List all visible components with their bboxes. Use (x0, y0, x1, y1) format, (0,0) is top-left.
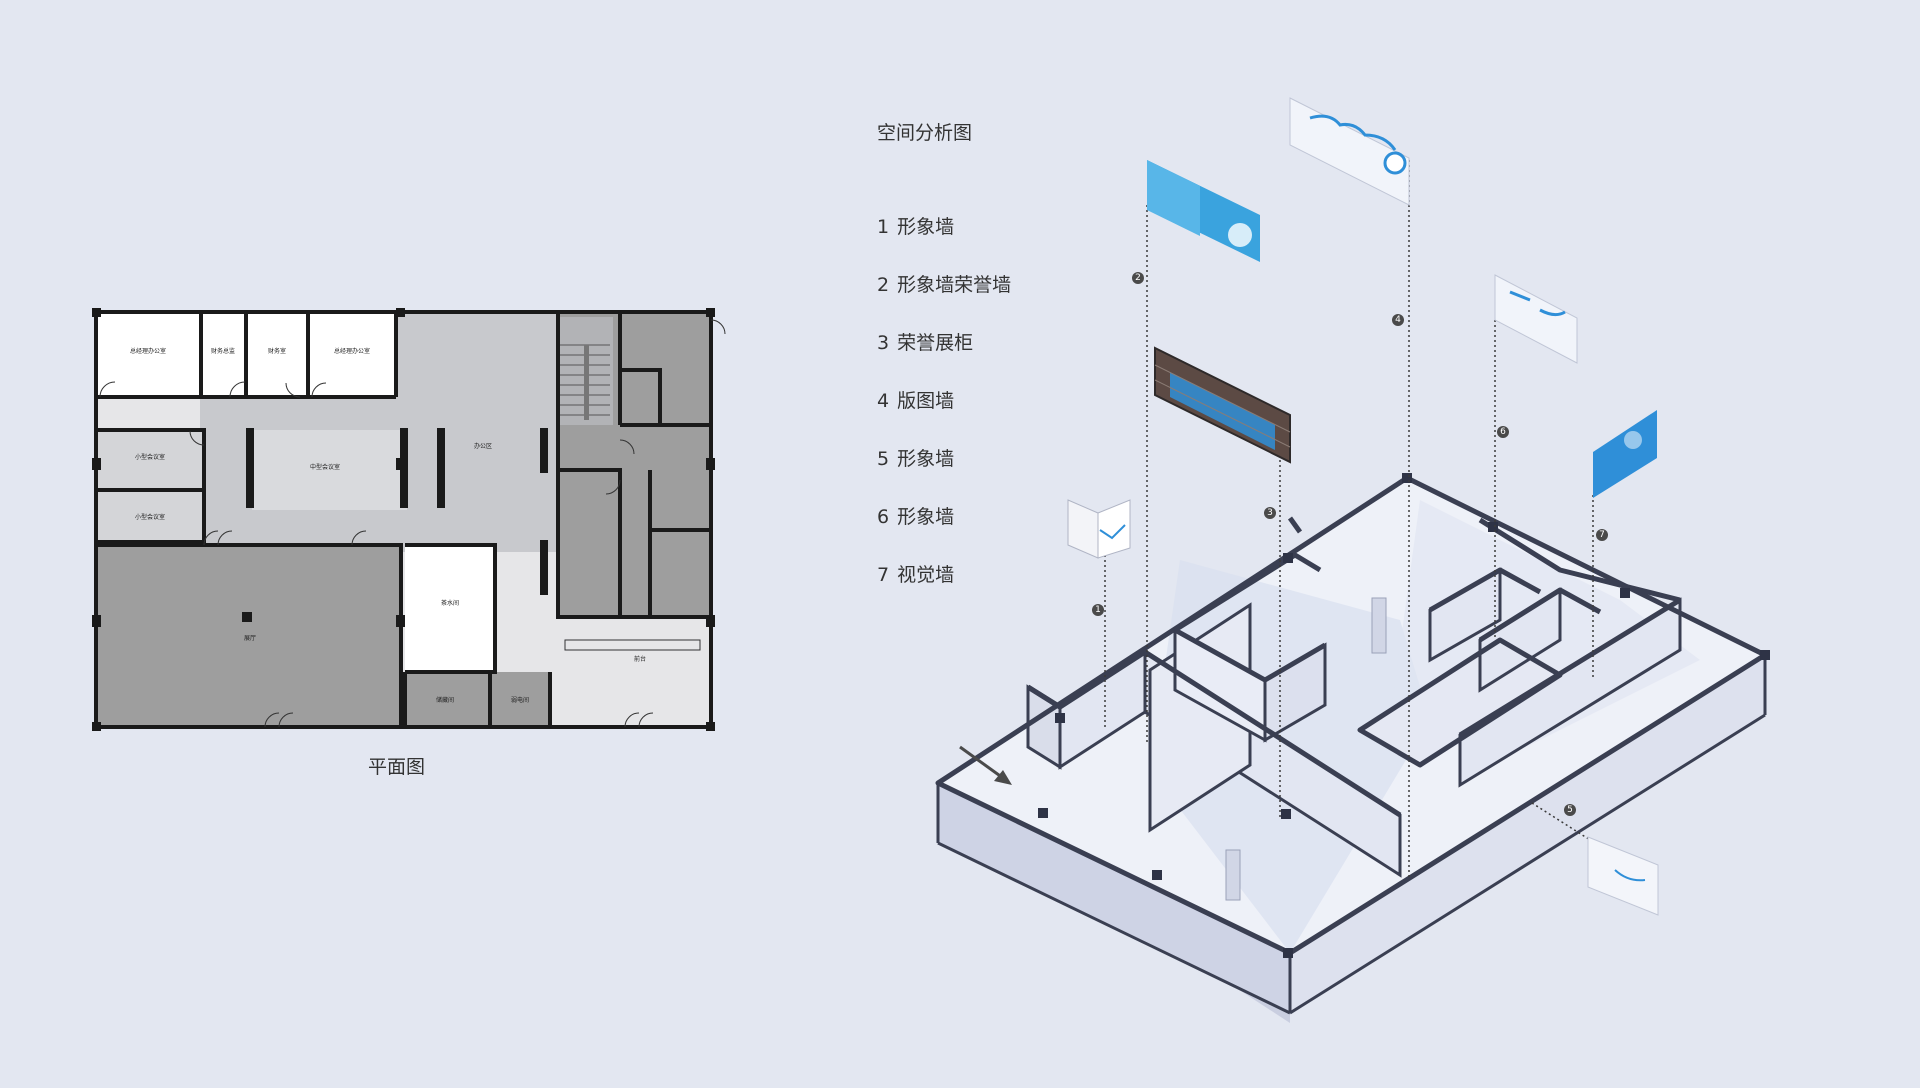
marker-label: 3 (1267, 508, 1273, 518)
gm2-office (308, 312, 396, 397)
marker-4: 4 (1392, 314, 1404, 326)
room-label: 办公区 (474, 442, 492, 450)
legend-number: 4 (877, 390, 890, 412)
marker-6: 6 (1497, 426, 1509, 438)
sign-panel-7 (1593, 410, 1657, 498)
gm-office (96, 312, 201, 397)
tea-room (405, 545, 495, 670)
marker-5: 5 (1564, 804, 1576, 816)
legend-label: 版图墙 (897, 390, 955, 412)
reception-zone (558, 620, 708, 727)
exhibition-hall (96, 545, 401, 727)
mid-meeting-room (252, 430, 407, 510)
plan-caption: 平面图 (368, 756, 426, 778)
small-meeting-1 (96, 430, 204, 488)
legend-number: 2 (877, 274, 890, 296)
room-label: 总经理办公室 (130, 347, 166, 355)
wall-top-outline (935, 475, 1768, 956)
legend-item: 2 形象墙荣誉墙 (877, 272, 1019, 330)
finance-director (201, 312, 246, 397)
sign-panel-4-map (1289, 97, 1410, 206)
free-columns (1225, 597, 1387, 901)
marker-3: 3 (1264, 507, 1276, 519)
legend-item: 5 形象墙 (877, 446, 1019, 504)
room-label: 财务室 (268, 347, 286, 355)
legend-list: 1 形象墙 2 形象墙荣誉墙 3 荣誉展柜 4 版图墙 5 形象墙 6 形象墙 7 视觉墙 (877, 214, 1019, 620)
stair-rail (584, 345, 589, 420)
sign-panel-1 (1067, 499, 1131, 559)
room-label: 中型会议室 (310, 463, 340, 471)
plan-columns (92, 308, 715, 731)
room-label: 小型会议室 (135, 453, 165, 461)
marker-label: 1 (1095, 605, 1101, 615)
legend-number: 3 (877, 332, 890, 354)
room-label: 总经理办公室 (334, 347, 370, 355)
room-label: 弱电间 (511, 696, 529, 704)
legend-number: 7 (877, 564, 890, 586)
legend-number: 6 (877, 506, 890, 528)
legend-label: 形象墙 (897, 506, 955, 528)
outer-wall-left-face (938, 783, 1290, 1013)
sign-panel-3-cabinet (1154, 346, 1291, 464)
legend-label: 荣誉展柜 (897, 332, 974, 354)
small-meeting-2 (96, 492, 204, 542)
room-label: 前台 (634, 655, 646, 663)
legend-number: 1 (877, 216, 890, 238)
reception-desk (564, 639, 701, 651)
legend-label: 形象墙 (897, 216, 955, 238)
marker-label: 4 (1395, 315, 1401, 325)
storage-rooms (405, 672, 550, 727)
leader-lines (1104, 160, 1599, 880)
legend-label: 视觉墙 (897, 564, 955, 586)
floor-plan: 总经理办公室 财务总监 财务室 总经理办公室 小型会议室 中型会议室 办公区 小… (92, 308, 726, 731)
marker-label: 5 (1567, 805, 1573, 815)
number-markers: 1 2 3 4 5 6 7 (1092, 272, 1608, 816)
entrance-arrow-icon (959, 745, 1012, 785)
diagram-title: 空间分析图 (877, 122, 973, 144)
sign-panel-2 (1147, 160, 1260, 262)
legend-number: 5 (877, 448, 890, 470)
legend-label: 形象墙 (897, 448, 955, 470)
outer-wall-right-face (1290, 655, 1765, 1013)
room-label: 储藏间 (436, 696, 454, 704)
marker-label: 6 (1500, 427, 1506, 437)
sign-panel-6 (1494, 274, 1578, 364)
legend-item: 3 荣誉展柜 (877, 330, 1019, 388)
marker-7: 7 (1596, 529, 1608, 541)
room-labels: 总经理办公室 财务总监 财务室 总经理办公室 小型会议室 中型会议室 办公区 小… (130, 347, 646, 704)
axonometric-view: 1 2 3 4 5 6 7 (935, 97, 1770, 1023)
room-label: 展厅 (244, 635, 256, 642)
marker-1: 1 (1092, 604, 1104, 616)
room-label: 茶水间 (441, 599, 459, 607)
sign-panel-5 (1587, 836, 1659, 916)
legend-item: 1 形象墙 (877, 214, 1019, 272)
legend-item: 7 视觉墙 (877, 562, 1019, 620)
room-label: 小型会议室 (135, 513, 165, 521)
marker-2: 2 (1132, 272, 1144, 284)
axo-columns (1038, 473, 1770, 958)
marker-label: 2 (1135, 273, 1141, 283)
legend-item: 6 形象墙 (877, 504, 1019, 562)
outer-wall-edges (936, 655, 1767, 1015)
legend-label: 形象墙荣誉墙 (897, 274, 1012, 296)
marker-label: 7 (1599, 530, 1605, 540)
legend-item: 4 版图墙 (877, 388, 1019, 446)
room-label: 财务总监 (211, 347, 235, 355)
finance-room (246, 312, 308, 397)
door-swings (99, 319, 726, 728)
